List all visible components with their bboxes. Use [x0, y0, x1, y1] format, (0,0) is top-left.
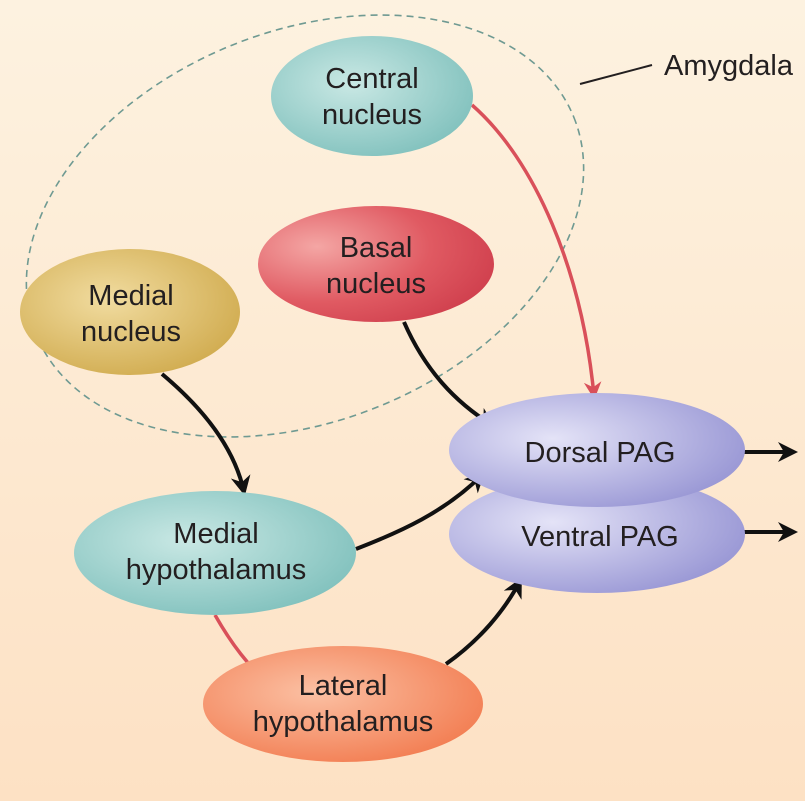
dorsal-pag-label: Dorsal PAG — [525, 437, 676, 469]
central-nucleus-label-line2: nucleus — [322, 99, 422, 131]
medial-nucleus-label-line1: Medial — [88, 280, 173, 312]
amygdala-label: Amygdala — [664, 50, 794, 82]
node-dorsal-pag: Dorsal PAG — [449, 393, 745, 507]
basal-nucleus-label-line1: Basal — [340, 232, 413, 264]
node-central-nucleus: Central nucleus — [271, 36, 473, 156]
medial-hypothalamus-label-line1: Medial — [173, 518, 258, 550]
lateral-hypothalamus-label-line2: hypothalamus — [253, 706, 434, 738]
medial-nucleus-label-line2: nucleus — [81, 316, 181, 348]
arrow-medial-nucleus-to-medial-hypothalamus — [160, 372, 251, 496]
central-nucleus-label-line1: Central — [325, 63, 419, 95]
node-medial-hypothalamus: Medial hypothalamus — [74, 491, 356, 615]
node-medial-nucleus: Medial nucleus — [20, 249, 240, 375]
amygdala-leader-line — [579, 64, 653, 85]
ventral-pag-label: Ventral PAG — [521, 521, 678, 553]
arrow-medial-hypothalamus-to-dorsal-pag — [355, 472, 485, 551]
arrow-central-to-dorsal-pag — [470, 103, 602, 400]
node-basal-nucleus: Basal nucleus — [258, 206, 494, 322]
arrow-basal-to-dorsal-pag — [402, 321, 496, 428]
arrow-lateral-hypothalamus-to-ventral-pag — [444, 577, 522, 666]
node-ventral-pag: Ventral PAG — [449, 475, 745, 593]
medial-hypothalamus-label-line2: hypothalamus — [126, 554, 307, 586]
node-lateral-hypothalamus: Lateral hypothalamus — [203, 646, 483, 762]
basal-nucleus-label-line2: nucleus — [326, 268, 426, 300]
lateral-hypothalamus-label-line1: Lateral — [299, 670, 388, 702]
